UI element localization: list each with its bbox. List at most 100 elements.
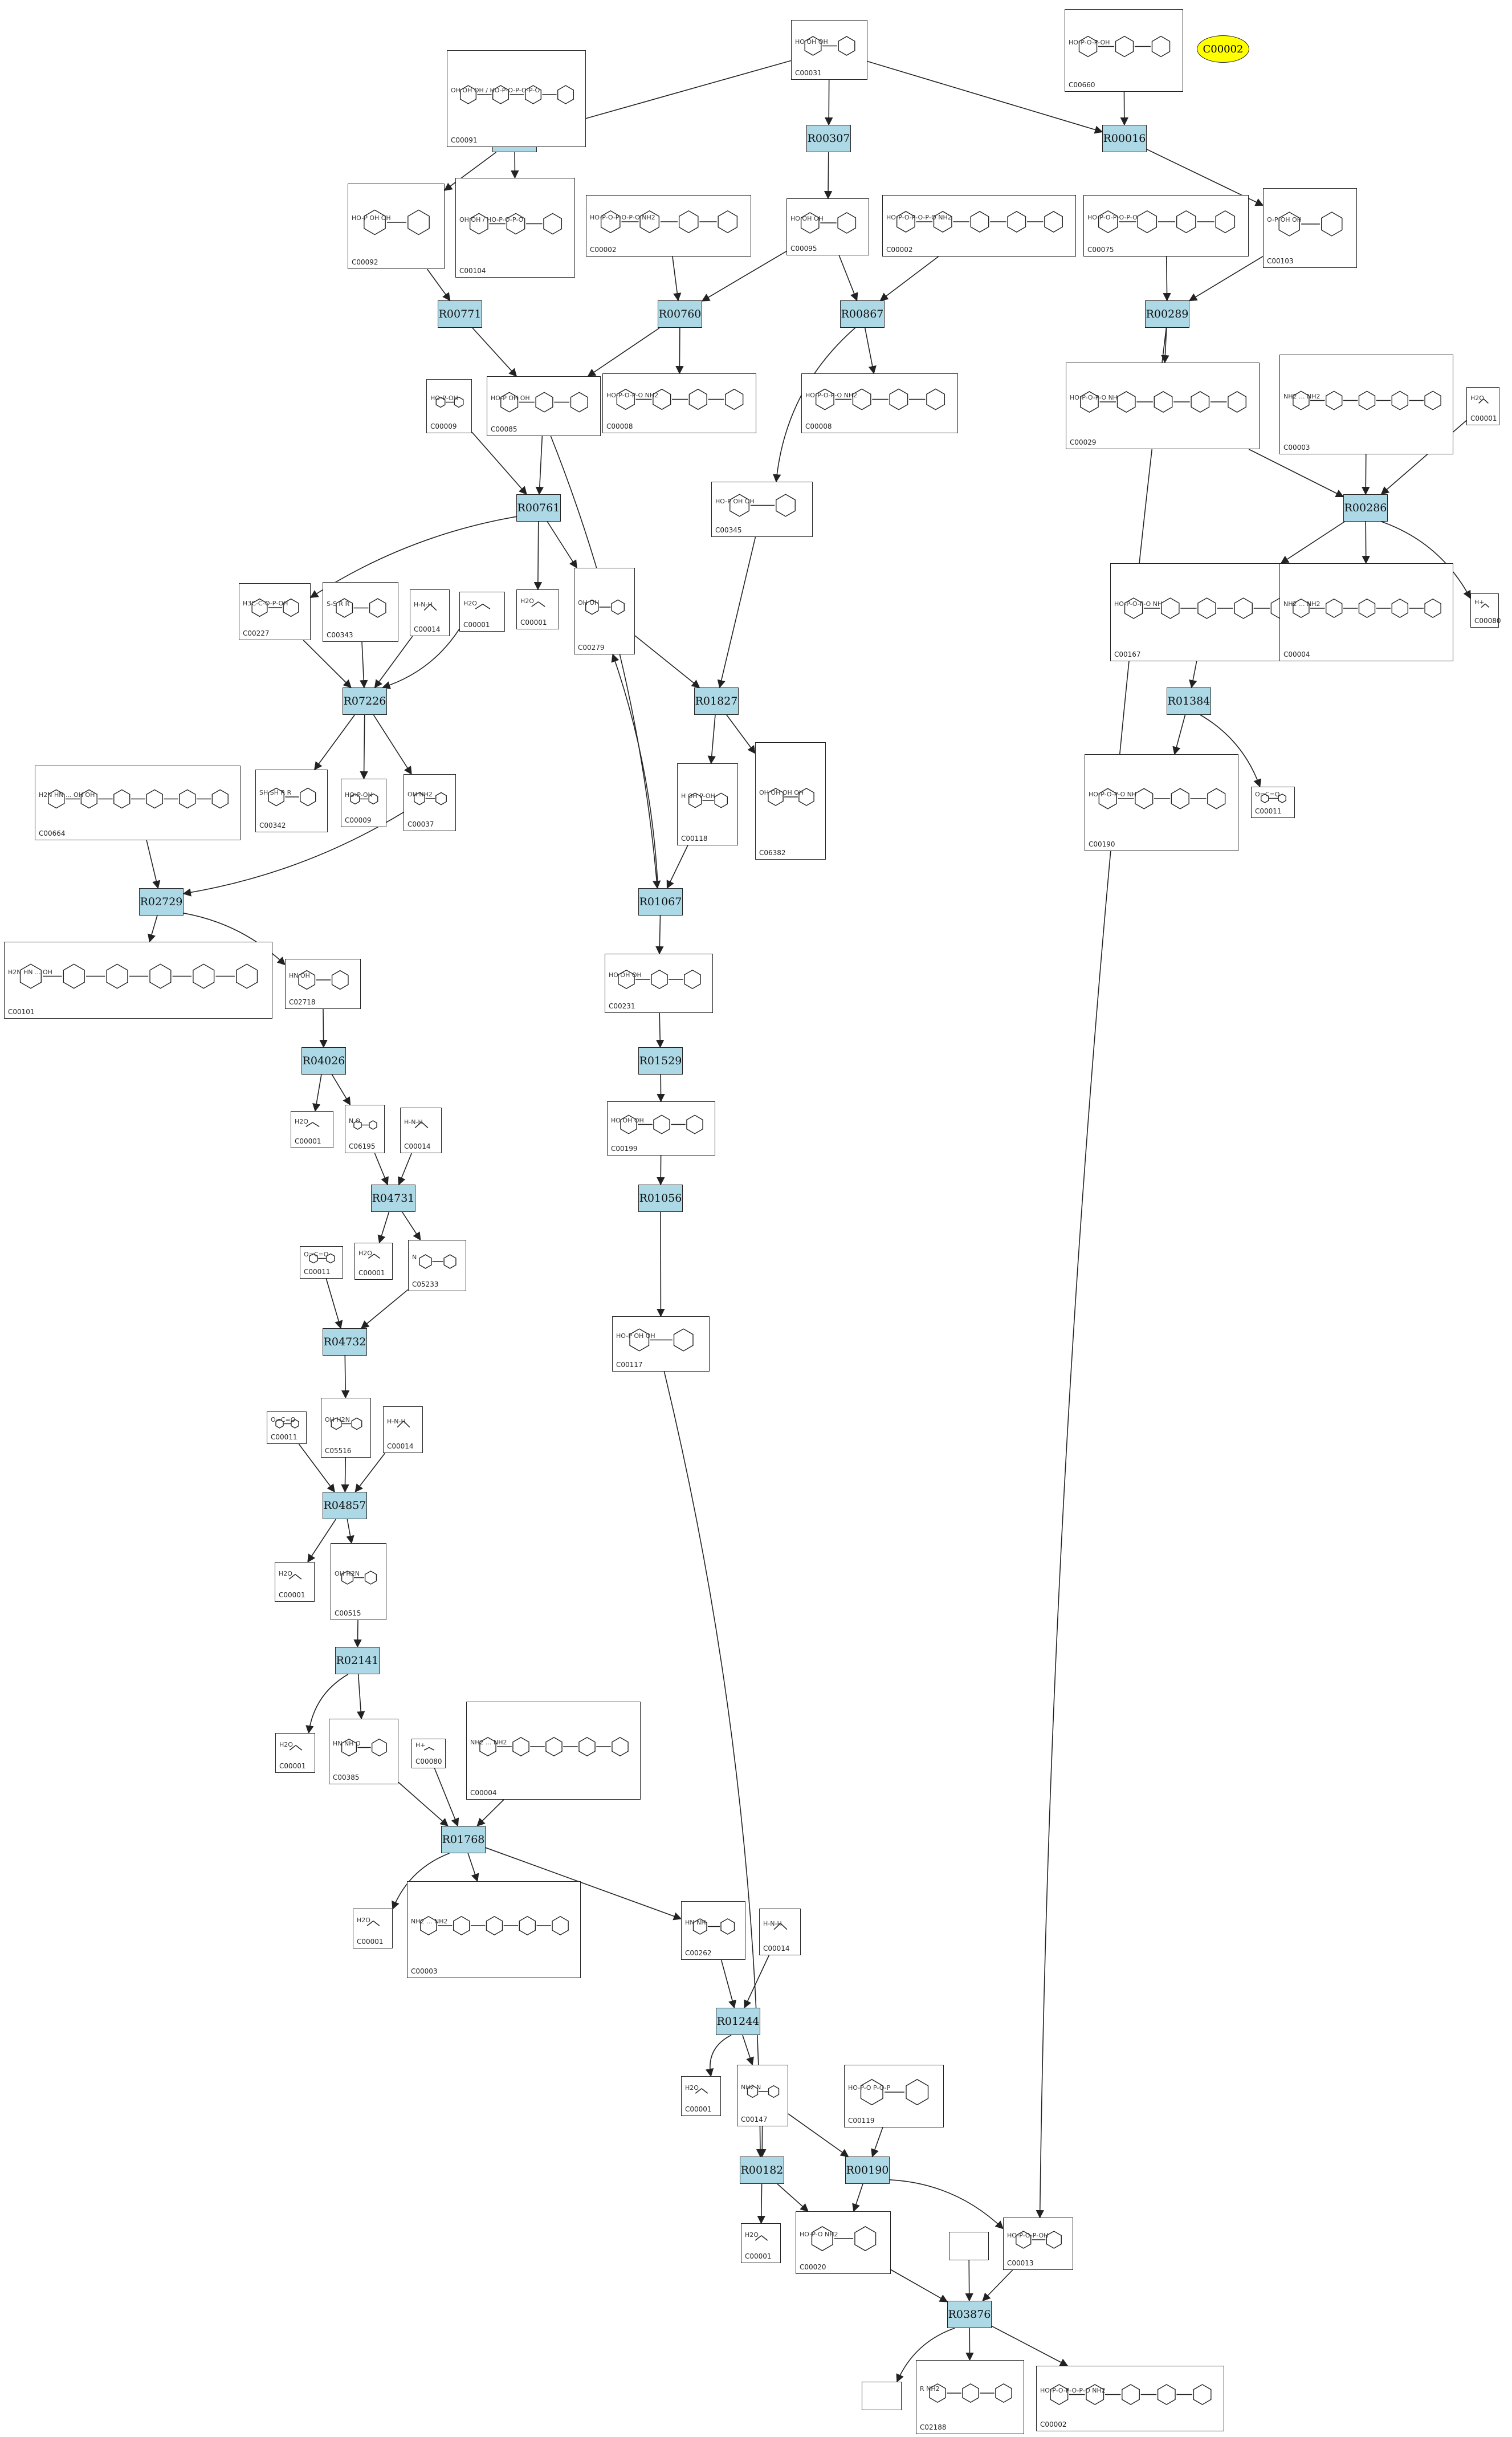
highlight-compound-ellipse[interactable]: C00002 — [1197, 35, 1249, 63]
reaction-node-r00286[interactable]: R00286 — [1343, 494, 1388, 522]
reaction-node-r03876[interactable]: R03876 — [947, 2301, 992, 2328]
reaction-node-r01384[interactable]: R01384 — [1167, 687, 1211, 715]
reaction-node-r04026[interactable]: R04026 — [301, 1047, 346, 1075]
structure-text: HO-P-OH — [430, 394, 458, 402]
reaction-node-r01067[interactable]: R01067 — [638, 888, 683, 916]
compound-node-c00080[interactable]: H+C00080 — [1470, 593, 1501, 628]
reaction-node-r00016[interactable]: R00016 — [1102, 125, 1147, 152]
reaction-node-r01768[interactable]: R01768 — [441, 1826, 486, 1853]
reaction-node-r02141[interactable]: R02141 — [335, 1647, 380, 1674]
compound-node-blank[interactable] — [949, 2232, 989, 2260]
reaction-node-r00867[interactable]: R00867 — [840, 300, 885, 328]
reaction-edge — [472, 327, 517, 377]
compound-id: C00001 — [520, 619, 547, 626]
reaction-node-r01827[interactable]: R01827 — [694, 687, 739, 715]
reaction-edge — [303, 640, 352, 689]
reaction-node-r00760[interactable]: R00760 — [658, 300, 702, 328]
reaction-node-r01244[interactable]: R01244 — [716, 2008, 760, 2035]
compound-node-blank[interactable] — [862, 2382, 902, 2410]
reaction-node-r04731[interactable]: R04731 — [371, 1185, 415, 1212]
reaction-node-r00761[interactable]: R00761 — [516, 494, 561, 522]
reaction-node-r02729[interactable]: R02729 — [139, 888, 184, 916]
reaction-node-r00182[interactable]: R00182 — [740, 2157, 784, 2184]
reaction-node-r00289[interactable]: R00289 — [1145, 300, 1189, 328]
reaction-node-r01529[interactable]: R01529 — [638, 1047, 683, 1075]
reaction-node-r07226[interactable]: R07226 — [343, 687, 387, 715]
reaction-node-r01056[interactable]: R01056 — [638, 1185, 683, 1212]
reaction-node-r04732[interactable]: R04732 — [323, 1328, 367, 1356]
reaction-edge — [401, 1211, 421, 1241]
reaction-node-r04857[interactable]: R04857 — [323, 1492, 367, 1519]
reaction-node-r00190[interactable]: R00190 — [845, 2157, 890, 2184]
reaction-node-r00771[interactable]: R00771 — [438, 300, 482, 328]
compound-node-c00080[interactable]: H+C00080 — [411, 1739, 446, 1768]
reaction-node-r00307[interactable]: R00307 — [806, 125, 851, 152]
